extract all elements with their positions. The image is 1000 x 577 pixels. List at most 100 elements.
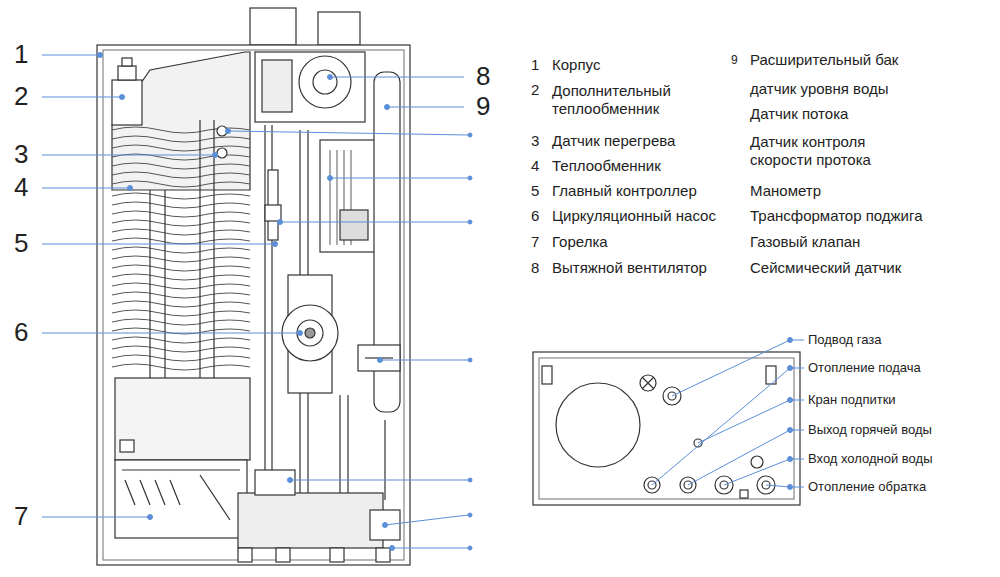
drawing-part [299,56,351,108]
drawing-part [788,398,793,403]
callout-number: 3 [14,139,28,170]
drawing-part [112,120,250,378]
legend-number: 7 [531,233,539,251]
part-name: Сейсмический датчик [750,259,901,277]
drawing-part [370,510,400,540]
connection-label: Выход горячей воды [808,422,932,438]
part-name: Теплообменник [552,157,661,175]
drawing-part [112,346,250,352]
drawing-part [112,265,250,271]
drawing-part [539,358,794,499]
drawing-part [652,340,804,487]
drawing-part [788,428,793,433]
legend-number: 9 [731,53,738,67]
drawing-part [788,485,793,490]
drawing-part [328,176,333,181]
drawing-part [378,358,383,363]
drawing-part [385,105,390,110]
callout-number: 2 [14,81,28,112]
drawing-part [238,548,252,562]
drawing-part [112,292,250,298]
drawing-part [305,328,315,338]
legend-number: 4 [531,157,539,175]
drawing-part [383,523,388,528]
part-name: Манометр [750,182,821,200]
drawing-part [112,301,250,307]
part-name: Датчик потока [750,105,848,123]
drawing-part [358,345,400,371]
part-name: Трансформатор поджига [750,207,922,225]
part-name: Расширительный бак [750,51,898,69]
drawing-part [533,352,800,505]
legend-number: 3 [531,132,539,150]
drawing-part [468,478,472,482]
connection-label: Отопление обратка [808,479,926,495]
drawing-part [288,478,293,483]
drawing-part [112,211,250,217]
drawing-part [112,247,250,253]
part-name: Главный контроллер [552,182,697,200]
drawing-part [213,153,218,158]
callout-number: 8 [476,61,490,92]
drawing-part [112,193,250,199]
drawing-part [112,52,250,190]
drawing-part [228,77,468,548]
legend-number: 8 [531,259,539,277]
drawing-part [120,440,134,452]
drawing-part [340,210,368,240]
drawing-part [112,80,142,125]
drawing-part [468,546,472,550]
drawing-part [112,181,250,187]
callout-number: 7 [14,501,28,532]
drawing-part [122,58,132,66]
drawing-part [542,366,552,384]
drawing-part [112,319,250,325]
drawing-part [328,75,333,80]
callout-number: 6 [14,317,28,348]
drawing-part [103,50,404,560]
drawing-part [238,493,383,548]
drawing-part [556,383,640,467]
drawing-part [112,202,250,208]
drawing-part [150,120,214,378]
drawing-part [330,548,344,562]
part-name: Корпус [552,56,600,74]
drawing-part [652,338,804,490]
drawing-part [255,470,295,495]
drawing-part [112,310,250,316]
drawing-part [740,490,748,498]
part-name: Горелка [552,233,608,251]
legend-number: 6 [531,207,539,225]
drawing-part [376,548,390,562]
drawing-part [148,515,153,520]
drawing-part [112,364,250,370]
drawing-part [112,163,250,169]
drawing-part [273,242,278,247]
drawing-part [112,220,250,226]
drawing-part [97,8,410,565]
drawing-part [97,45,410,565]
drawing-part [468,133,472,137]
drawing-part [42,55,300,517]
drawing-part [112,136,250,142]
drawing-part [128,186,133,191]
part-name: Датчик перегрева [552,132,675,150]
drawing-part [788,366,793,371]
connection-label: Отопление подача [808,360,921,376]
connection-label: Вход холодной воды [808,451,933,467]
connection-label: Кран подпитки [808,392,896,408]
drawing-part [250,8,296,45]
legend-number: 1 [531,56,539,74]
drawing-part [751,456,763,468]
callout-number: 4 [14,172,28,203]
drawing-part [320,140,378,252]
callout-number: 1 [14,39,28,70]
drawing-part [468,513,472,517]
drawing-part [468,176,472,180]
drawing-part [276,548,290,562]
callout-number: 5 [14,228,28,259]
drawing-part [278,220,283,225]
drawing-part [255,52,365,122]
drawing-part [297,320,323,346]
drawing-part [390,546,395,551]
